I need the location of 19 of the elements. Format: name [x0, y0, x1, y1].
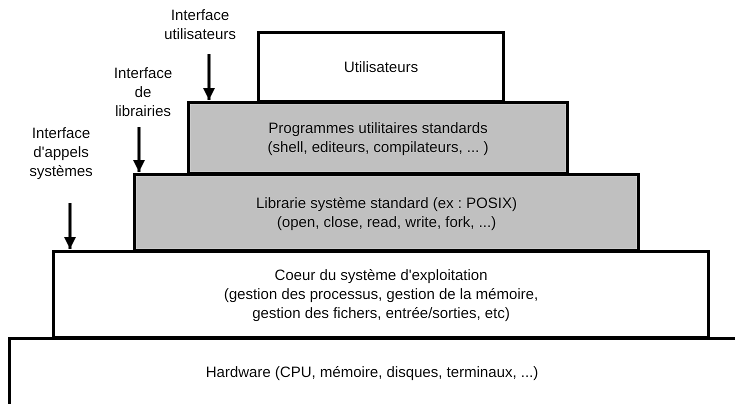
interface-text: Interface d'appels systèmes	[28, 124, 94, 181]
layer-box	[187, 101, 569, 175]
layer-box	[52, 250, 710, 339]
layer-description: (open, close, read, write, fork, ...)	[276, 212, 496, 232]
arrow	[203, 54, 215, 100]
layer-description: (gestion des processus, gestion de la mémoire, gestion des fichers, entrée/sorties, etc)	[222, 285, 540, 323]
layer-box	[8, 337, 735, 404]
layer-title: Hardware (CPU, mémoire, disques, terminaux, ...)	[204, 362, 540, 382]
arrow	[133, 127, 145, 172]
layer-title: Coeur du système d'exploitation	[274, 266, 488, 285]
arrow	[64, 203, 76, 249]
layer-title: Programmes utilitaires standards	[268, 119, 488, 138]
layer-box	[257, 31, 505, 103]
layer-description: (shell, editeurs, compilateurs, ... )	[268, 138, 488, 157]
interface-text: Interface utilisateurs	[163, 6, 237, 44]
layer-box	[133, 173, 640, 252]
layer-title: Utilisateurs	[344, 58, 418, 76]
interface-text: Interface de librairies	[112, 64, 174, 121]
layer-title: Librarie système standard (ex : POSIX)	[256, 194, 517, 212]
